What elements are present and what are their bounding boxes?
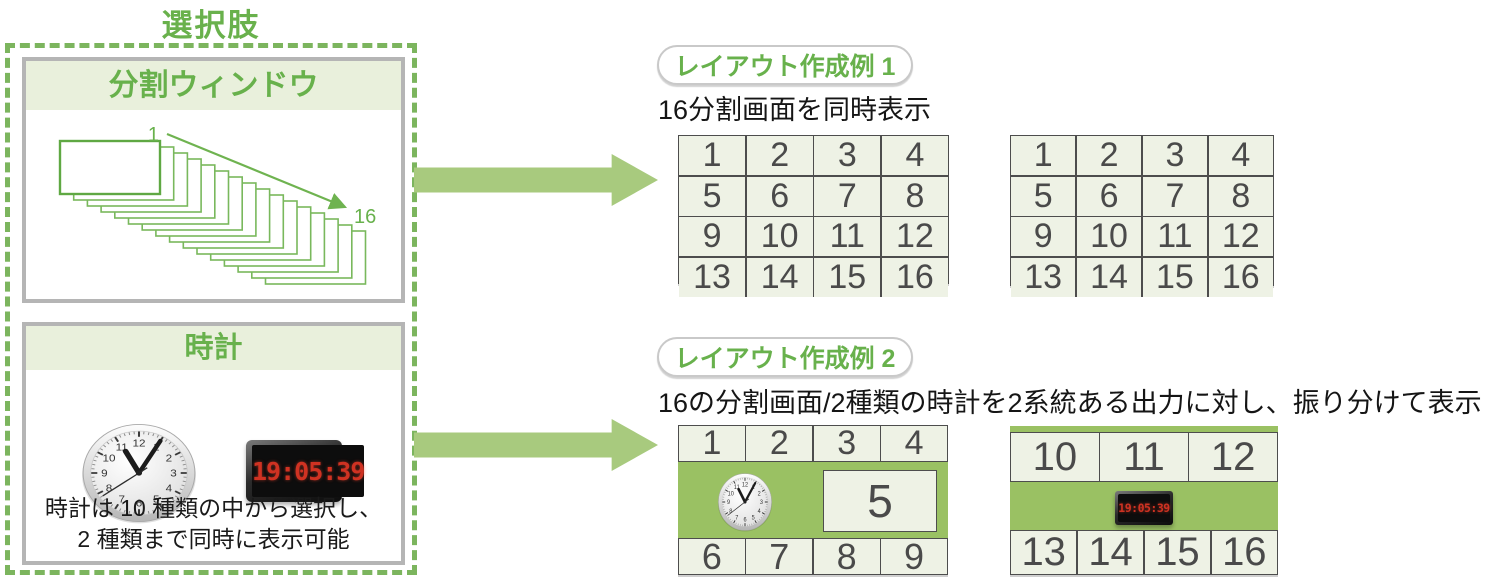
grid-cell: 8 <box>881 176 948 216</box>
grid-cell: 6 <box>1076 176 1142 216</box>
arrow-to-example1 <box>414 154 658 206</box>
grid-cell: 1 <box>679 136 746 175</box>
grid-cell: 1 <box>679 424 745 462</box>
grid-cell: 16 <box>881 257 948 297</box>
grid-cell: 11 <box>814 217 881 256</box>
grid-cell: 10 <box>1076 217 1142 256</box>
grid-cell: 15 <box>814 257 881 297</box>
split-window-panel-title: 分割ウィンドウ <box>26 61 401 110</box>
arrow-to-example2 <box>414 419 658 471</box>
grid-cell: 1 <box>1011 136 1076 175</box>
grid-cell: 11 <box>1100 433 1188 481</box>
grid-cell: 9 <box>679 217 746 256</box>
grid-cell: 15 <box>1142 257 1208 297</box>
grid-cell: 2 <box>746 136 813 175</box>
grid-cell: 2 <box>746 424 813 462</box>
grid-cell: 12 <box>1208 217 1273 256</box>
clock-panel: 時計 19:05:39 時計は 10 種類の中から選択し、 2 種類まで同時に表… <box>22 322 405 565</box>
options-title: 選択肢 <box>161 8 261 43</box>
example2-badge: レイアウト作成例 2 <box>657 337 913 377</box>
cascade-end-label: 16 <box>354 206 376 228</box>
grid-cell: 6 <box>746 176 813 216</box>
example1-subtitle: 16分割画面を同時表示 <box>658 95 932 125</box>
digital-clock-time: 19:05:39 <box>252 445 365 497</box>
grid-cell: 15 <box>1144 530 1211 574</box>
grid-cell: 13 <box>1011 257 1076 297</box>
grid-cell: 7 <box>1142 176 1208 216</box>
clock-band: 5 <box>678 462 948 538</box>
grid-cell: 3 <box>814 136 881 175</box>
grid-cell: 6 <box>679 536 745 577</box>
sequence-arrow <box>166 132 348 210</box>
grid-cell: 5 <box>823 470 937 532</box>
grid-cell: 7 <box>746 536 813 577</box>
digital-clock: 19:05:39 <box>1115 491 1173 525</box>
grid-cell: 9 <box>881 536 947 577</box>
example2-subtitle: 16の分割画面/2種類の時計を2系統ある出力に対し、振り分けて表示 <box>658 388 1482 418</box>
clock-description-line1: 時計は 10 種類の中から選択し、 <box>44 495 383 521</box>
grid-cell: 8 <box>1208 176 1273 216</box>
analog-clock-icon <box>716 471 774 533</box>
digital-clock: 19:05:39 <box>246 440 365 502</box>
grid-cell: 13 <box>1011 530 1077 574</box>
grid-cell: 3 <box>1142 136 1208 175</box>
digital-clock-time: 19:05:39 <box>1118 494 1170 522</box>
window-cascade-illustration: 1 16 <box>58 124 376 285</box>
grid-cell: 10 <box>1011 433 1099 481</box>
grid-cell: 2 <box>1076 136 1142 175</box>
grid-cell: 3 <box>813 424 880 462</box>
grid-cell: 14 <box>1076 257 1142 297</box>
example1-badge: レイアウト作成例 1 <box>657 45 913 85</box>
grid-cell: 12 <box>881 217 948 256</box>
green-strip <box>1010 426 1278 432</box>
grid-cell: 12 <box>1189 433 1278 481</box>
grid-cell: 4 <box>881 424 947 462</box>
grid-cell: 5 <box>679 176 746 216</box>
grid-cell: 4 <box>1208 136 1273 175</box>
grid-cell: 14 <box>746 257 813 297</box>
grid-cell: 11 <box>1142 217 1208 256</box>
grid-cell: 8 <box>813 536 880 577</box>
options-dashed-box <box>5 43 417 575</box>
grid-cell: 7 <box>814 176 881 216</box>
grid-cell: 13 <box>679 257 746 297</box>
grid-cell: 14 <box>1077 530 1144 574</box>
clock-description-line2: 2 種類まで同時に表示可能 <box>77 526 350 552</box>
clock-panel-title: 時計 <box>26 326 401 370</box>
split-window-panel: 分割ウィンドウ 1 16 <box>22 57 405 303</box>
grid-cell: 16 <box>1208 257 1273 297</box>
clock-description: 時計は 10 種類の中から選択し、 2 種類まで同時に表示可能 <box>26 493 401 555</box>
grid-cell: 9 <box>1011 217 1076 256</box>
grid-cell: 16 <box>1211 530 1277 574</box>
clock-band: 19:05:39 <box>1010 482 1278 530</box>
grid-cell: 10 <box>746 217 813 256</box>
grid-cell: 4 <box>881 136 948 175</box>
cascade-start-label: 1 <box>148 124 159 146</box>
split-window-diagram: 1 16 <box>26 110 401 300</box>
grid-cell: 5 <box>1011 176 1076 216</box>
